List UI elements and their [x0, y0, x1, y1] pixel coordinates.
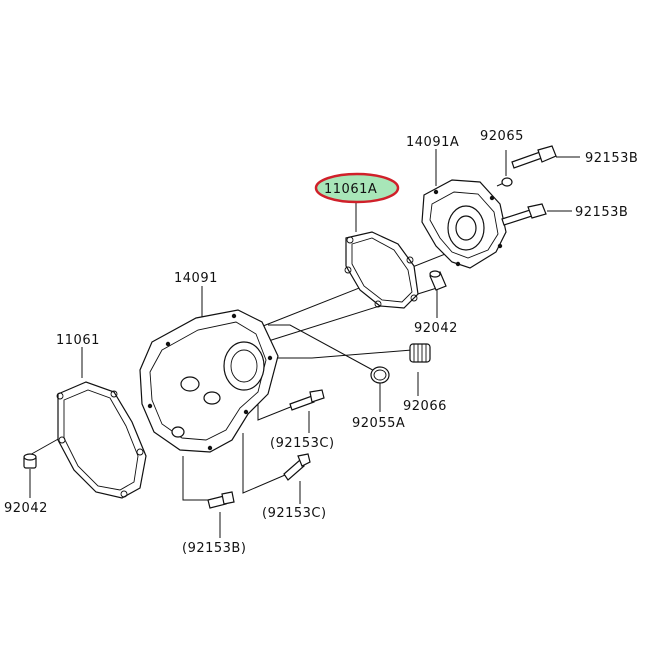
- label-92065: 92065: [480, 129, 524, 144]
- label-11061A: 11061A: [324, 182, 377, 197]
- label-92153C-upper: (92153C): [270, 436, 335, 451]
- bolt-92153B-top-part: [511, 145, 557, 169]
- part-labels: 14091A 92065 92153B 11061A 92153B 14091 …: [4, 129, 638, 556]
- dowel-92042-left-part: [23, 453, 37, 469]
- housing-14091-part: [139, 309, 279, 453]
- label-92153B-top: 92153B: [585, 151, 638, 166]
- gear-92066-part: [409, 343, 431, 363]
- dowel-92042-right-part: [429, 270, 447, 291]
- label-92042-right: 92042: [414, 321, 458, 336]
- label-14091A: 14091A: [406, 135, 459, 150]
- bolt-92153C-lower-part: [283, 453, 311, 481]
- gasket-11061A-part: [344, 231, 419, 309]
- label-11061: 11061: [56, 333, 100, 348]
- label-14091: 14091: [174, 271, 218, 286]
- o-ring-92055A-part: [370, 366, 390, 384]
- bolt-92153B-mid-part: [501, 203, 547, 226]
- label-leaders: [29, 149, 580, 538]
- highlight-11061A: [314, 172, 400, 204]
- gasket-11061-part: [56, 381, 147, 499]
- label-92153C-lower: (92153C): [262, 506, 327, 521]
- bolt-92153B-bottom-part: [207, 491, 235, 509]
- label-92153B-bottom: (92153B): [182, 541, 246, 556]
- label-92066: 92066: [403, 399, 447, 414]
- label-92153B-mid: 92153B: [575, 205, 628, 220]
- o-ring-92065-part: [501, 177, 513, 187]
- cover-14091A-part: [421, 179, 507, 269]
- label-92042-left: 92042: [4, 501, 48, 516]
- bolt-92153C-upper-part: [289, 389, 325, 411]
- label-92055A: 92055A: [352, 416, 405, 431]
